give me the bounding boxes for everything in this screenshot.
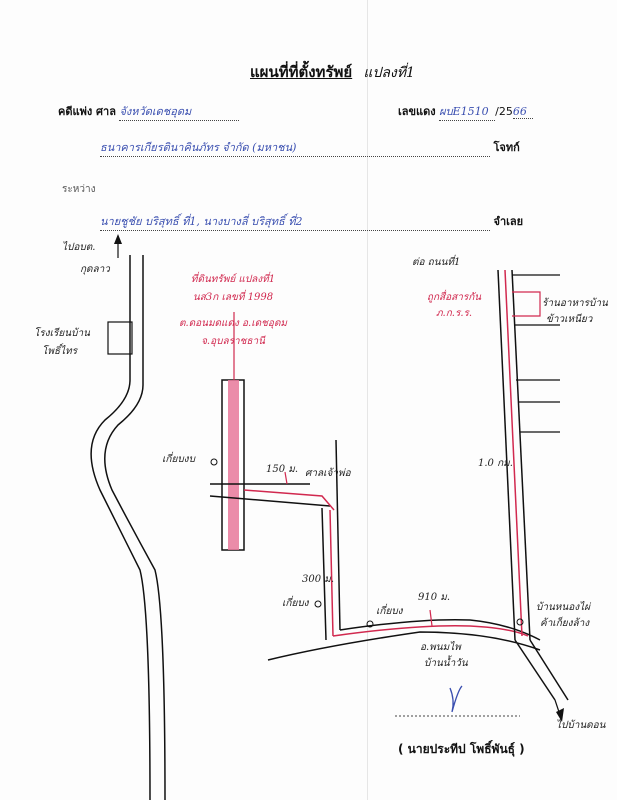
marker-mid (366, 620, 374, 628)
plaintiff-value: ธนาคารเกียรตินาคินภัทร จำกัด (มหาชน) (100, 138, 490, 157)
property-note-2: นส3ก เลขที่ 1998 (192, 292, 274, 303)
label-bottom-arrow: ไปบ้านดอน (556, 720, 606, 731)
plaintiff-line: ธนาคารเกียรตินาคินภัทร จำกัด (มหาชน) โจท… (100, 138, 520, 157)
plaintiff-label: โจทก์ (493, 141, 520, 154)
red-note-2: ภ.ก.ร.ร. (435, 308, 473, 319)
dist-arrow-bottom (429, 609, 433, 627)
label-right-bottom: บ้านหนองไผ่ (536, 602, 591, 613)
label-road-low: เกี่ยบง (376, 606, 403, 617)
title-handwritten: แปลงที่1 (363, 65, 415, 81)
right-road-left (497, 269, 516, 641)
label-to-top-left-2: กุดลาว (80, 264, 110, 275)
title-text: แผนที่ที่ตั้งทรัพย์ (250, 63, 353, 81)
property-note-4: จ.อุบลราชธานี (201, 336, 265, 347)
between-label: ระหว่าง (62, 184, 96, 195)
fold-line (367, 0, 368, 800)
route-spur (243, 489, 335, 511)
school-box (107, 321, 133, 355)
right-road-right (511, 269, 531, 641)
label-dist-right: 1.0 กม. (478, 458, 513, 469)
right-road-down-1 (514, 639, 556, 701)
label-shop-2: ข้าวเหนียว (546, 314, 593, 325)
signature-mark (449, 685, 463, 713)
mid-road-left (321, 507, 327, 641)
label-road-left: เกี่ยบงบ (162, 454, 195, 465)
court-value: จังหวัดเดชอุดม (119, 102, 240, 121)
label-dist-bottom: 910 ม. (418, 592, 451, 603)
bottom-road-bottom (267, 631, 541, 661)
signature-name: ( นายประทีป โพธิ์พันธุ์ ) (398, 742, 525, 756)
bottom-road-top (339, 618, 541, 641)
year-value: 66 (512, 105, 533, 119)
label-dist-mid: 300 ม. (302, 574, 335, 585)
case-line: คดีแพ่ง ศาล จังหวัดเดชอุดม (58, 102, 240, 121)
left-road-outer (90, 255, 151, 800)
label-bottom-road-2: บ้านน้ำวัน (424, 658, 468, 669)
label-school-2: โพธิ์ไทร (42, 346, 78, 357)
label-bottom-road: อ.พนมไพ (420, 642, 461, 653)
parcel-fill (228, 380, 239, 550)
red-no-label: เลขแดง (398, 105, 436, 118)
label-village-post: ศาลเจ้าพ่อ (305, 468, 351, 479)
red-no-value: ผบE1510 (439, 102, 496, 121)
red-number-line: เลขแดง ผบE1510/2566 (398, 102, 533, 121)
red-note-1: ถูกสื่อสารกัน (426, 292, 482, 303)
shop-marker (512, 291, 541, 317)
label-top-right: ต่อ ถนนที่1 (412, 257, 461, 268)
right-road-down-2 (529, 639, 569, 701)
route-right (504, 269, 523, 637)
left-road-inner (104, 255, 166, 800)
label-shop: ร้านอาหารบ้าน (542, 298, 608, 309)
defendant-value: นายชูชัย บริสุทธิ์ ที่1, นางบางลี่ บริสุ… (100, 212, 490, 231)
arrow-down-right-head (556, 708, 564, 722)
marker-right (516, 618, 524, 626)
label-road-mid: เกี่ยบง (282, 598, 309, 609)
dist-arrow-top (284, 471, 288, 485)
route-bottom (332, 624, 529, 637)
year-prefix: /25 (495, 105, 513, 118)
marker-parcel (210, 458, 218, 466)
spur-road-bottom (209, 495, 331, 507)
label-dist-top: 150 ม. (266, 464, 299, 475)
mid-road-right (335, 439, 341, 631)
property-note-1: ที่ดินทรัพย์ แปลงที่1 (190, 274, 276, 285)
label-to-top-left: ไปอบต. (62, 242, 96, 253)
label-right-bottom-2: ค้าเก็ยงล้าง (540, 618, 590, 629)
property-note-3: ต.ดอนมดแดง อ.เดชอุดม (178, 318, 288, 329)
arrow-up-left-head (114, 234, 122, 244)
marker-left (314, 600, 322, 608)
route-mid (329, 509, 334, 637)
page-title: แผนที่ที่ตั้งทรัพย์ แปลงที่1 (250, 60, 415, 84)
case-label: คดีแพ่ง ศาล (58, 105, 116, 118)
defendant-line: นายชูชัย บริสุทธิ์ ที่1, นางบางลี่ บริสุ… (100, 212, 523, 231)
label-school: โรงเรียนบ้าน (34, 328, 90, 339)
defendant-label: จำเลย (493, 215, 524, 228)
